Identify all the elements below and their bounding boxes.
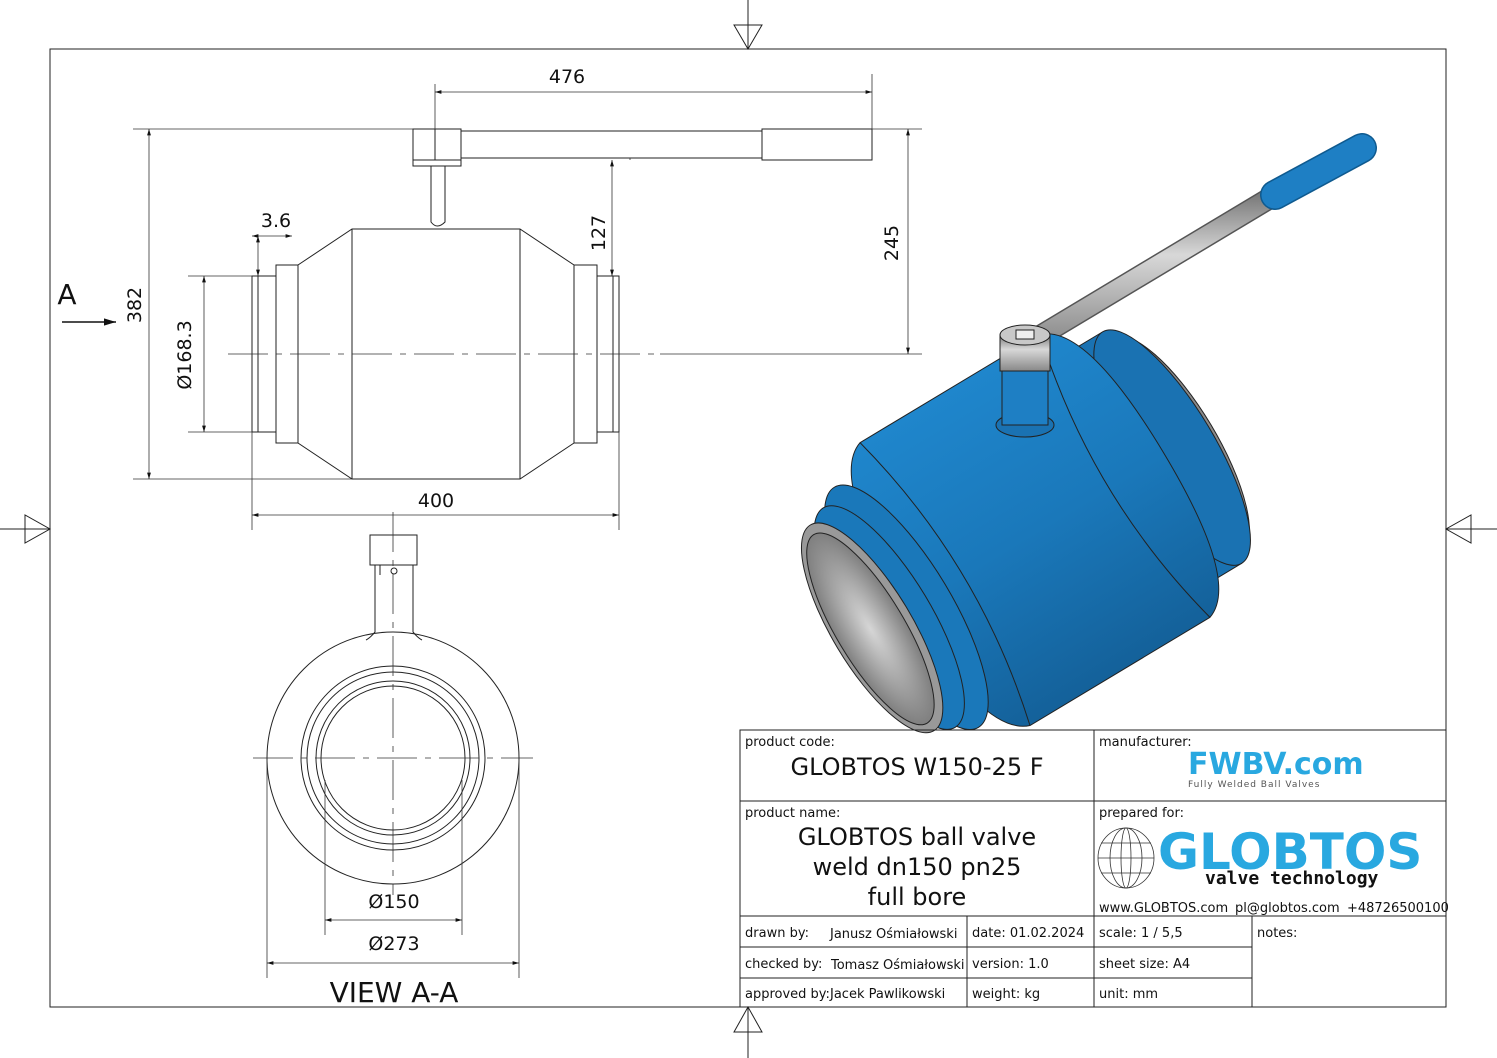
prepared-for-label: prepared for:: [1099, 806, 1184, 821]
product-name-line-3: full bore: [868, 883, 967, 911]
isometric-valve-render: [800, 133, 1377, 734]
stem: [995, 324, 1055, 438]
dim-bore: Ø150: [368, 891, 419, 913]
dim-length: 400: [418, 490, 454, 512]
product-name-line-2: weld dn150 pn25: [813, 853, 1022, 881]
weight: weight: kg: [972, 987, 1040, 1002]
checked-by-label: checked by:: [745, 957, 822, 972]
manufacturer-tagline: Fully Welded Ball Valves: [1188, 780, 1320, 790]
product-code: GLOBTOS W150-25 F: [790, 753, 1043, 781]
client-email: pl@globtos.com: [1235, 901, 1340, 916]
date: date: 01.02.2024: [972, 926, 1084, 941]
notes-label: notes:: [1257, 926, 1297, 941]
dim-pipe-od: Ø168.3: [174, 320, 196, 389]
lever-handle: [1014, 133, 1377, 356]
drawn-by-label: drawn by:: [745, 926, 809, 941]
title-block: product code: GLOBTOS W150-25 F manufact…: [739, 729, 1449, 1008]
sheet-size: sheet size: A4: [1099, 957, 1190, 972]
unit: unit: mm: [1099, 987, 1158, 1002]
dim-axis-to-top: 245: [881, 225, 903, 261]
manufacturer-logo: FWBV.com: [1188, 747, 1364, 782]
client-tagline: valve technology: [1205, 868, 1379, 889]
front-view: 476 382 245 127 3.6 Ø168.3 400 A: [57, 66, 922, 530]
dim-overall-height: 382: [124, 287, 146, 323]
client-logo: GLOBTOS: [1158, 823, 1422, 881]
scale: scale: 1 / 5,5: [1099, 926, 1183, 941]
dim-wall: 3.6: [261, 210, 291, 232]
globe-icon: [1097, 827, 1155, 889]
drawn-by: Janusz Ośmiałowski: [829, 927, 957, 942]
product-code-label: product code:: [745, 735, 835, 750]
checked-by: Tomasz Ośmiałowski: [830, 958, 965, 973]
client-phone: +48726500100: [1347, 901, 1449, 916]
product-name-line-1: GLOBTOS ball valve: [798, 823, 1036, 851]
version: version: 1.0: [972, 957, 1049, 972]
manufacturer-label: manufacturer:: [1099, 735, 1192, 750]
approved-by: Jacek Pawlikowski: [829, 987, 945, 1002]
view-title: VIEW A-A: [330, 976, 459, 1009]
product-name-label: product name:: [745, 806, 840, 821]
dim-body-od: Ø273: [368, 933, 419, 955]
dim-stem-height: 127: [588, 215, 610, 251]
client-website: www.GLOBTOS.com: [1099, 901, 1228, 916]
extension-lines: [133, 74, 922, 530]
view-marker-label: A: [57, 278, 76, 311]
valve-outline: [251, 128, 873, 480]
view-a-a: Ø150 Ø273 VIEW A-A: [253, 512, 533, 1009]
dim-lever-length: 476: [549, 66, 585, 88]
approved-by-label: approved by:: [745, 987, 830, 1002]
